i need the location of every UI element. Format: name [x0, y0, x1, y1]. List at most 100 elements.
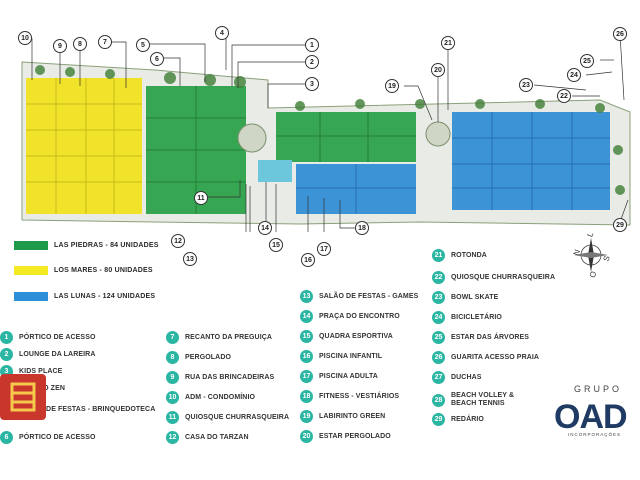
map-callout-9: 9 [53, 39, 67, 53]
poi-label: GUARITA ACESSO PRAIA [451, 353, 540, 361]
poi-item: 2 LOUNGE DA LAREIRA [0, 347, 96, 361]
map-callout-29: 29 [613, 218, 627, 232]
poi-label: PRAÇA DO ENCONTRO [319, 312, 400, 320]
poi-label: ROTONDA [451, 251, 487, 259]
map-callout-14: 14 [258, 221, 272, 235]
map-callout-13: 13 [183, 252, 197, 266]
map-callout-5: 5 [136, 38, 150, 52]
map-callout-17: 17 [317, 242, 331, 256]
side-logo-icon [0, 374, 46, 420]
brand-sub: INCORPORAÇÕES [568, 432, 622, 437]
poi-number: 8 [166, 350, 179, 364]
poi-item: 26 GUARITA ACESSO PRAIA [432, 350, 539, 364]
logo-glyph-icon [10, 382, 36, 412]
map-callout-3: 3 [305, 77, 319, 91]
poi-number: 17 [300, 369, 313, 383]
poi-number: 20 [300, 429, 313, 443]
poi-number: 25 [432, 330, 445, 344]
map-callout-18: 18 [355, 221, 369, 235]
compass-rose: N L S O [566, 230, 616, 280]
legend-item-las-piedras: LAS PIEDRAS - 84 UNIDADES [14, 241, 159, 250]
legend-label: LAS PIEDRAS - 84 UNIDADES [54, 242, 159, 249]
poi-label: QUIOSQUE CHURRASQUEIRA [185, 413, 290, 421]
poi-number: 22 [432, 270, 445, 284]
poi-label: PÓRTICO DE ACESSO [19, 433, 96, 441]
map-callout-6: 6 [150, 52, 164, 66]
poi-number: 21 [432, 248, 445, 262]
poi-number: 1 [0, 330, 13, 344]
poi-label: KIDS PLACE [19, 367, 63, 375]
poi-item: 23 BOWL SKATE [432, 290, 498, 304]
poi-number: 29 [432, 412, 445, 426]
poi-label: PISCINA INFANTIL [319, 352, 383, 360]
poi-number: 19 [300, 409, 313, 423]
map-callout-23: 23 [519, 78, 533, 92]
brand-logo: GRUPO OAD INCORPORAÇÕES [548, 384, 638, 444]
poi-number: 11 [166, 410, 179, 424]
map-callout-19: 19 [385, 79, 399, 93]
poi-number: 28 [432, 393, 445, 407]
poi-label: LABIRINTO GREEN [319, 412, 386, 420]
legend-item-las-lunas: LAS LUNAS - 124 UNIDADES [14, 292, 155, 301]
map-callout-21: 21 [441, 36, 455, 50]
poi-item: 19 LABIRINTO GREEN [300, 409, 385, 423]
legend-label: LOS MARES - 80 UNIDADES [54, 267, 153, 274]
map-callout-4: 4 [215, 26, 229, 40]
compass-icon [574, 238, 608, 272]
poi-item: 28 BEACH VOLLEY & BEACH TENNIS [432, 390, 521, 410]
poi-number: 6 [0, 430, 13, 444]
poi-label: ESTAR DAS ÁRVORES [451, 333, 530, 341]
poi-label: ADM - CONDOMÍNIO [185, 393, 256, 401]
map-callout-10: 10 [18, 31, 32, 45]
poi-number: 7 [166, 330, 179, 344]
poi-label: SALÃO DE FESTAS - BRINQUEDOTECA [19, 405, 156, 413]
poi-number: 2 [0, 347, 13, 361]
poi-item: 21 ROTONDA [432, 248, 487, 262]
poi-label: BEACH VOLLEY & BEACH TENNIS [451, 392, 515, 407]
roundabout-west [237, 123, 267, 153]
poi-label: QUADRA ESPORTIVA [319, 332, 393, 340]
swatch-las-piedras [14, 241, 48, 250]
brand-grupo: GRUPO [574, 384, 623, 394]
poi-label: REDÁRIO [451, 415, 484, 423]
poi-item: 25 ESTAR DAS ÁRVORES [432, 330, 529, 344]
site-plan-map: 1 2 3 4 5 6 7 8 9 10 11 12 13 14 15 16 1… [0, 0, 640, 267]
poi-number: 26 [432, 350, 445, 364]
zone-las-piedras-east [276, 112, 416, 162]
legend-label: LAS LUNAS - 124 UNIDADES [54, 293, 156, 300]
poi-item: 14 PRAÇA DO ENCONTRO [300, 309, 400, 323]
roundabout-east [425, 121, 451, 147]
swatch-las-lunas [14, 292, 48, 301]
poi-number: 14 [300, 309, 313, 323]
map-callout-20: 20 [431, 63, 445, 77]
map-callout-25: 25 [580, 54, 594, 68]
map-callout-8: 8 [73, 37, 87, 51]
map-callout-24: 24 [567, 68, 581, 82]
poi-label: SALÃO DE FESTAS - GAMES [319, 292, 419, 300]
poi-label: LOUNGE DA LAREIRA [19, 350, 96, 358]
brand-name: OAD [554, 398, 627, 434]
poi-item: 6 PÓRTICO DE ACESSO [0, 430, 96, 444]
zone-las-lunas-east [452, 112, 610, 210]
map-callout-7: 7 [98, 35, 112, 49]
map-callout-1: 1 [305, 38, 319, 52]
poi-item: 29 REDÁRIO [432, 412, 484, 426]
poi-number: 23 [432, 290, 445, 304]
pool-area [258, 160, 292, 182]
poi-number: 12 [166, 430, 179, 444]
poi-label: FITNESS - VESTIÁRIOS [319, 392, 400, 400]
map-callout-2: 2 [305, 55, 319, 69]
poi-label: BOWL SKATE [451, 293, 499, 301]
